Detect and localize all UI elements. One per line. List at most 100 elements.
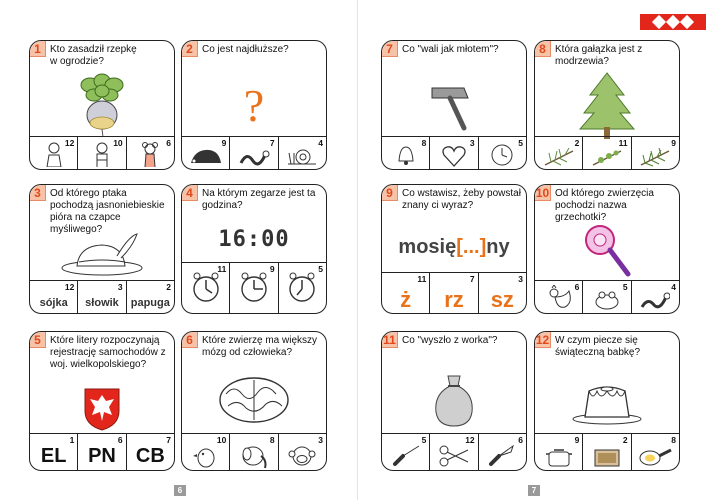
right-page: 7 Co "wali jak młotem"? 8 3 5 8 Która ga… [358,0,715,500]
answer-option[interactable]: 5 [583,281,632,313]
answer-option[interactable]: 8 [382,137,431,169]
answer-option[interactable]: 5 [279,263,326,313]
question-text: Co jest najdłuższe? [202,44,289,55]
answer-option[interactable]: 7 [230,137,279,169]
grandpa-icon [96,142,108,167]
answer-option[interactable]: 5 [479,137,526,169]
question-number: 5 [30,332,46,348]
snake-icon [641,292,671,309]
brain-illustration [182,368,326,434]
question-number: 11 [382,332,398,348]
bell-icon [398,146,414,165]
answer-option[interactable]: 6 [127,137,174,169]
snail-icon [288,149,317,165]
question-card-11: 11 Co "wyszło z worka"? 5 12 6 [381,331,527,471]
page-number: 6 [174,485,186,496]
answer-option[interactable]: 9 [632,137,679,169]
clock-icon [241,272,267,302]
penguin-icon [192,448,215,468]
answer-option[interactable]: 5 [382,434,431,470]
babka-cake-illustration [535,368,679,434]
answer-option[interactable]: 4 [632,281,679,313]
question-card-9: 9 Co wstawisz, żeby powstał znany ci wyr… [381,184,527,314]
question-card-3: 3 Od którego ptaka pochodzą jasnoniebies… [29,184,175,314]
branch-icon [640,147,670,167]
left-page: 1 Kto zasadził rzepkę w ogrodzie? 12 10 [0,0,357,500]
answer-option[interactable]: 4 [279,137,326,169]
question-text: Co "wali jak młotem"? [402,44,499,55]
snake-icon [239,150,270,166]
answer-option[interactable]: 6 [535,281,584,313]
grandma-icon [46,142,62,167]
question-text: Od którego ptaka pochodzą jasnoniebieski… [50,188,165,235]
coat-of-arms-eagle [30,384,174,434]
answer-option[interactable]: 9 [182,137,231,169]
branch-icon [544,147,573,166]
question-number: 9 [382,185,398,201]
answer-option[interactable]: 3 [430,137,479,169]
question-text: Co "wyszło z worka"? [402,335,498,346]
question-text: Które litery rozpoczynają rejestrację sa… [50,335,166,370]
question-number: 2 [182,41,198,57]
book-spine [356,0,358,500]
clock-icon [289,272,316,302]
question-text: W czym piecze się świąteczną babkę? [555,335,641,358]
hunter-hat-illustration [30,227,174,283]
question-text: Od którego zwierzęcia pochodzi nazwa grz… [555,188,654,223]
answer-option[interactable]: 6 [479,434,526,470]
answer-option[interactable]: 9 [535,434,584,470]
question-number: 1 [30,41,46,57]
answer-option[interactable]: 2 [535,137,584,169]
page-number: 7 [528,485,540,496]
question-card-4: 4 Na którym zegarze jest ta godzina? 16:… [181,184,327,314]
question-text: Na którym zegarze jest ta godzina? [202,188,316,211]
answer-option[interactable]: 10 [182,434,231,470]
scissors-icon [439,445,469,467]
larch-tree-illustration [535,71,679,139]
answer-option[interactable]: 12 [30,137,79,169]
hammer-illustration [382,71,526,139]
mouse-icon [142,142,159,167]
rooster-icon [549,285,571,308]
question-mark-picture: ? [243,79,265,131]
answer-option[interactable]: 2 [583,434,632,470]
answer-option[interactable]: 3 [279,434,326,470]
answer-option[interactable]: 8 [632,434,679,470]
question-card-2: 2 Co jest najdłuższe? ? 9 7 4 [181,40,327,170]
question-number: 12 [535,332,551,348]
question-number: 8 [535,41,551,57]
question-text: Kto zasadził rzepkę w ogrodzie? [50,44,137,67]
answer-option[interactable]: 11 [583,137,632,169]
answer-option[interactable]: 12 [430,434,479,470]
elephant-icon [242,446,267,468]
answer-option[interactable]: 11 [182,263,231,313]
heart-icon [442,146,466,167]
question-number: 4 [182,185,198,201]
question-card-12: 12 W czym piecze się świąteczną babkę? 9… [534,331,680,471]
frog-icon [595,291,619,310]
answer-option[interactable]: 8 [230,434,279,470]
answer-option[interactable]: 10 [78,137,127,169]
question-card-1: 1 Kto zasadził rzepkę w ogrodzie? 12 10 [29,40,175,170]
branch-icon [592,150,622,166]
frying-pan-icon [639,448,672,466]
question-card-7: 7 Co "wali jak młotem"? 8 3 5 [381,40,527,170]
question-card-8: 8 Która gałązka jest z modrzewia? 2 11 9 [534,40,680,170]
knife-icon [489,444,515,466]
baking-tray-icon [594,449,620,467]
question-number: 3 [30,185,46,201]
question-number: 6 [182,332,198,348]
brand-logo [640,14,706,30]
pot-icon [545,449,572,467]
turnip-illustration [30,71,174,139]
answer-option[interactable]: 9 [230,263,279,313]
